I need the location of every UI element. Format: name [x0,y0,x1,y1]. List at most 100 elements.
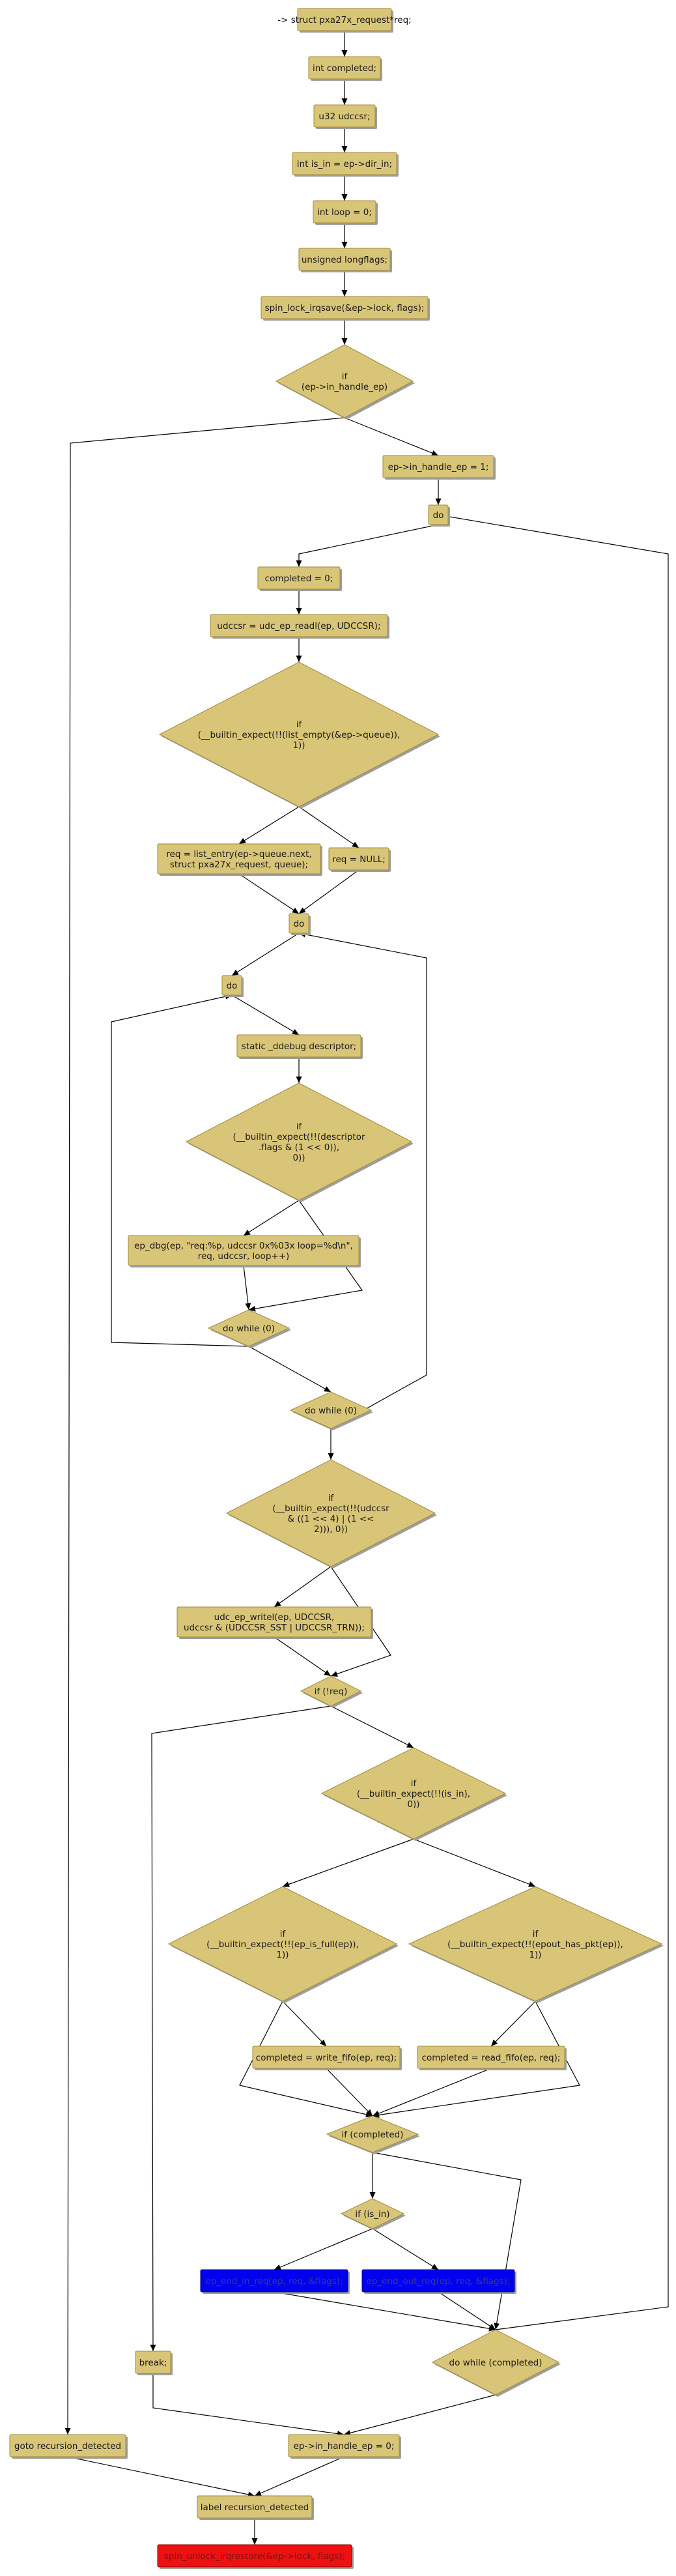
edge-line [282,2001,327,2047]
arrowhead [64,2427,71,2435]
node-label: do [433,510,444,521]
statement-node-n40: spin_unlock_irqrestore(&ep->lock, flags)… [157,2544,354,2569]
statement-node-n38: ep->in_handle_ep = 0; [288,2434,401,2459]
statement-shape [210,614,388,637]
statement-node-n7: spin_lock_irqsave(&ep->lock, flags); [261,296,430,321]
edge-n29-n31 [326,2068,373,2117]
decision-node-n28: if(__builtin_expect(!!(epout_has_pkt(ep)… [408,1886,664,2003]
statement-node-n9: ep->in_handle_ep = 1; [382,455,496,480]
node-label: u32 udccsr; [318,111,370,122]
arrowhead [296,608,302,615]
statement-shape [261,296,429,319]
edge-n32-n34 [372,2228,439,2270]
decision-node-n22: do while (0) [289,1391,373,1430]
statement-shape [361,2269,515,2293]
node-label: .flags & (1 << 0)), [259,1142,339,1153]
statement-shape [297,8,392,31]
edge-n3-n4 [341,127,348,152]
edge-n35-n38 [152,2373,345,2437]
edge-n26-n27 [282,1838,414,1887]
node-label: spin_unlock_irqrestore(&ep->lock, flags)… [164,2551,345,2562]
node-label: if [296,1122,303,1132]
edge-line [254,2456,345,2496]
node-label: unsigned longflags; [302,255,387,265]
edge-line [274,1636,331,1677]
edge-n21-n17 [111,993,249,1347]
edge-line [248,1200,363,1310]
edge-n25-n35 [150,1705,331,2352]
edge-n13-n15 [298,806,359,848]
statement-shape [157,843,321,875]
arrowhead [341,50,348,57]
node-label: ep->in_handle_ep = 1; [388,462,489,472]
node-label: int loop = 0; [317,207,372,218]
edge-line [231,994,300,1035]
statement-shape [128,1235,359,1266]
edge-n12-n13 [296,637,302,662]
node-label: do [227,981,238,991]
edge-n16-n17 [231,933,300,976]
edge-line [274,2291,496,2330]
edge-n32-n33 [274,2228,373,2270]
node-label: completed = 0; [265,573,333,584]
edge-n18-n19 [296,1057,302,1083]
node-label: 1)) [529,1950,541,1960]
arrowhead [341,146,348,152]
node-label: if [411,1778,417,1789]
decision-node-n31: if (completed) [326,2115,420,2154]
edge-line [326,2068,373,2117]
arrowhead [341,338,348,345]
node-label: spin_lock_irqsave(&ep->lock, flags); [265,303,425,313]
statement-node-n12: udccsr = udc_ep_readl(ep, UDCCSR); [210,614,389,639]
node-label: 0)) [407,1799,419,1810]
edge-line [239,2001,373,2117]
arrowhead [319,2039,326,2046]
node-label: udccsr = udc_ep_readl(ep, UDCCSR); [217,621,380,631]
arrowhead [296,656,302,662]
node-label: struct pxa27x_request, queue); [170,860,308,870]
statement-node-n10: do [428,504,450,527]
arrowhead [406,1742,414,1748]
flowchart-edges [64,31,669,2545]
statement-node-n14: req = list_entry(ep->queue.next,struct p… [157,843,322,876]
decision-shape [431,2329,560,2395]
decision-node-n36: do while (completed) [431,2329,561,2397]
edge-n33-n36 [274,2291,496,2332]
node-label: req = NULL; [332,854,386,865]
edge-n17-n18 [231,994,300,1035]
node-label: (__builtin_expect(!!(is_in), [357,1789,470,1799]
statement-shape [288,2434,400,2457]
decision-shape [158,661,440,807]
arrowhead [488,2323,496,2330]
statement-node-n16: do [289,913,311,935]
node-label: break; [139,2358,167,2368]
edge-n21-n22 [248,1346,331,1393]
edge-line [67,417,345,2435]
node-label: ep_end_out_req(ep, req, &flags); [367,2276,511,2287]
decision-node-n32: if (is_in) [340,2198,406,2231]
edge-n37-n39 [67,2456,255,2498]
arrowhead [528,1881,535,1887]
node-label: -> struct pxa27x_request*req; [277,15,411,25]
node-label: goto recursion_detected [14,2441,121,2452]
edge-line [438,514,669,2330]
statement-shape [157,2544,352,2568]
statement-shape [135,2351,171,2374]
node-label: req = list_entry(ep->queue.next, [166,849,311,860]
edge-line [298,933,427,1429]
node-label: (ep->in_handle_ep) [302,382,387,392]
decision-node-n21: do while (0) [207,1309,291,1348]
node-label: 2))), 0)) [314,1524,348,1535]
decision-shape [320,1747,507,1840]
arrowhead [150,2344,156,2351]
decision-shape [340,2198,405,2229]
edge-line [151,1705,331,2352]
arrowhead [274,2264,281,2270]
node-label: 0)) [292,1153,305,1163]
arrowhead [494,2323,500,2330]
edge-n30-n31 [372,2068,492,2117]
edge-line [372,2228,439,2270]
arrowhead [328,1453,334,1460]
edge-n24-n25 [274,1636,331,1677]
node-label: if [280,1929,287,1939]
